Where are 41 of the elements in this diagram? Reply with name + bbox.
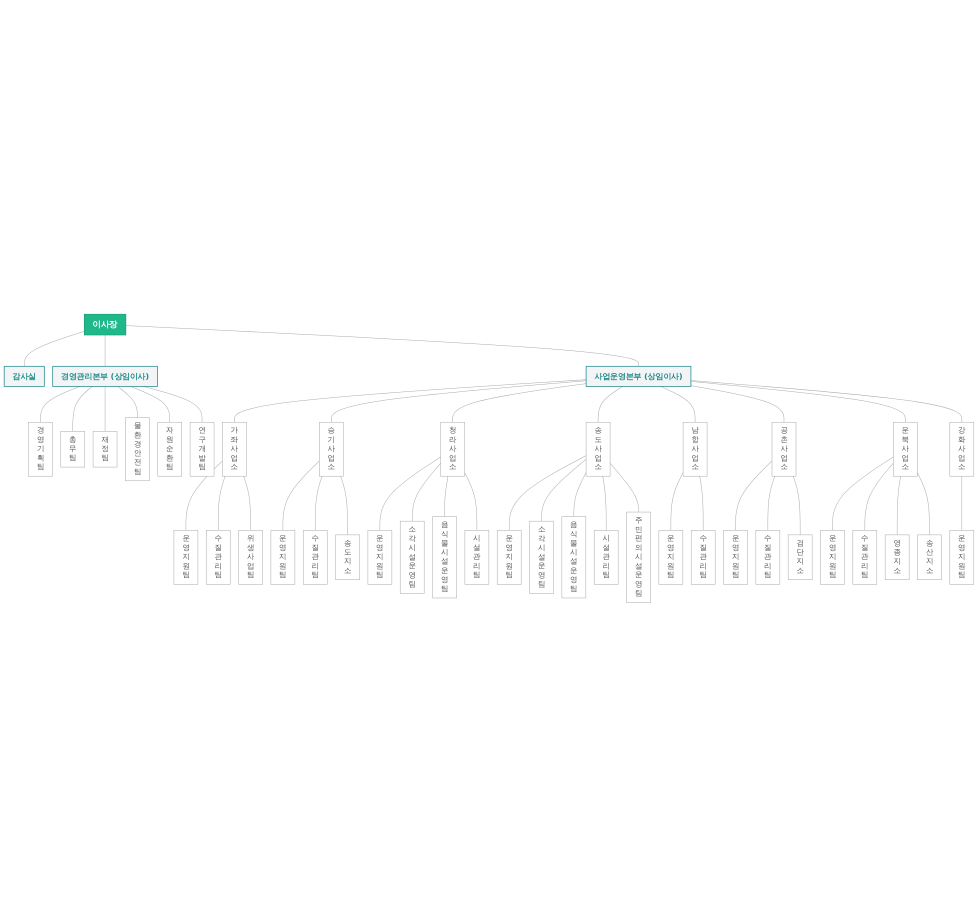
- connector: [24, 330, 84, 366]
- connector: [792, 476, 800, 535]
- connector: [768, 476, 776, 530]
- connector: [340, 476, 348, 535]
- connector: [126, 325, 639, 366]
- connector: [218, 476, 226, 530]
- connector: [243, 476, 251, 530]
- connector: [234, 379, 586, 422]
- connector: [690, 380, 962, 422]
- connector: [602, 476, 606, 530]
- connector: [916, 472, 930, 535]
- connector: [72, 386, 93, 432]
- connector: [282, 460, 320, 530]
- connector: [117, 386, 138, 418]
- connector: [832, 456, 894, 530]
- connector: [864, 462, 894, 530]
- connector: [735, 460, 772, 530]
- node-box: 이사장: [84, 314, 126, 335]
- connector: [314, 476, 322, 530]
- connector: [412, 462, 441, 522]
- connector: [610, 462, 639, 512]
- connector: [690, 380, 906, 422]
- connector: [699, 476, 704, 530]
- connector: [896, 476, 901, 535]
- connector: [452, 382, 586, 422]
- connector: [464, 472, 478, 530]
- connector: [574, 472, 586, 517]
- connector: [598, 386, 623, 422]
- connector: [142, 386, 202, 422]
- connector: [670, 472, 684, 530]
- connector: [331, 380, 586, 422]
- connector: [690, 384, 784, 422]
- connector: [40, 386, 80, 422]
- connector: [104, 334, 106, 366]
- connector: [508, 454, 586, 530]
- connector: [380, 456, 441, 530]
- connector: [660, 386, 696, 422]
- connector: [104, 386, 106, 432]
- connector: [541, 458, 586, 522]
- connector: [130, 386, 170, 422]
- connector: [444, 476, 448, 517]
